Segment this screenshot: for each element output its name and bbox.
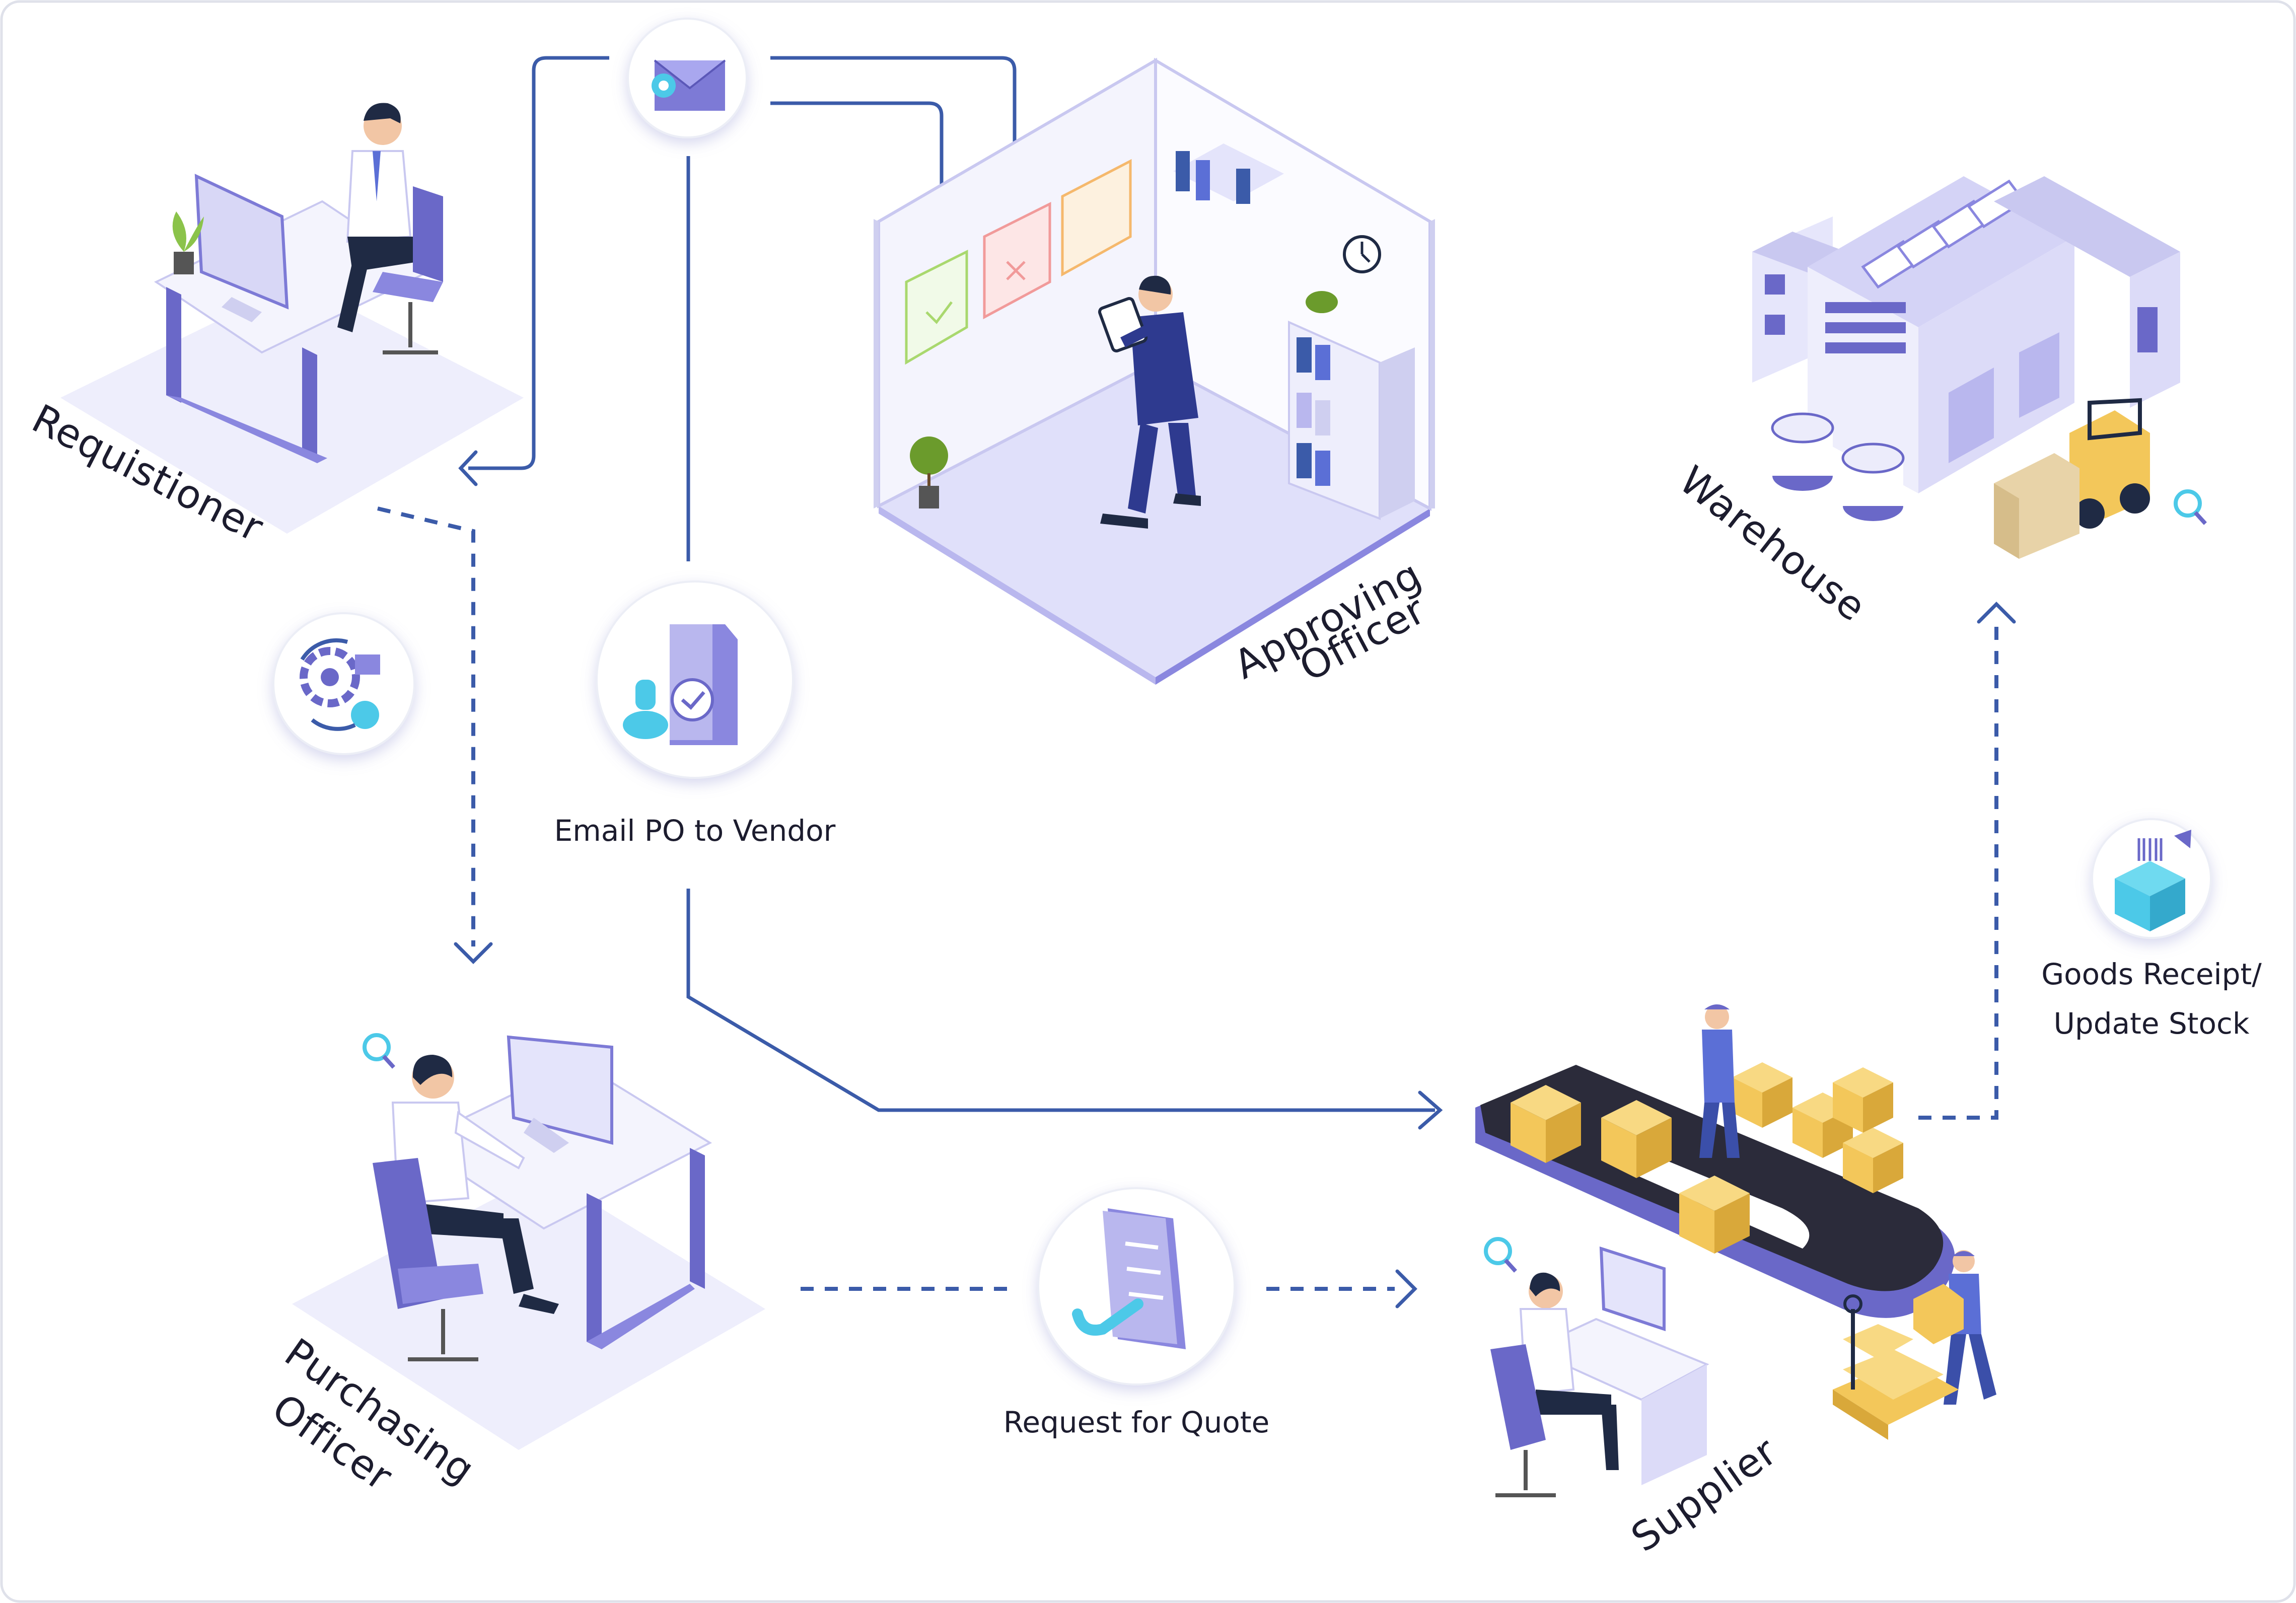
office-room-icon [874,57,1435,685]
conveyor-boxes-icon [1475,1004,1996,1497]
box-icons [1511,1062,1903,1254]
connector-email-to-approver-a [770,56,1017,216]
email-po-to-vendor-label: Email PO to Vendor [554,814,836,848]
goods-receipt-label-line2: Update Stock [2053,1006,2249,1041]
connector-requisition-to-purchasing [377,506,475,946]
purchasing-officer-desk-icon [292,1033,765,1450]
arrowhead [458,450,478,486]
connector-email-to-requisitioner [468,56,609,470]
connector-supplier-to-warehouse [1918,624,1998,1120]
arrowhead [1418,1090,1443,1130]
connector-email-to-approver-b [770,101,944,267]
connector-po-to-supplier [686,889,1435,1112]
warehouse-building-icon [1752,176,2207,559]
requisitioner-desk-icon [60,103,524,534]
connector-lines [458,56,1443,1130]
dashed-connectors [377,506,1998,1291]
goods-receipt-label-line1: Goods Receipt/ [2041,957,2262,991]
request-for-quote-label: Request for Quote [1003,1405,1270,1439]
dashed-arrowheads [454,602,2016,1308]
gears-cycle-icon [272,612,415,755]
